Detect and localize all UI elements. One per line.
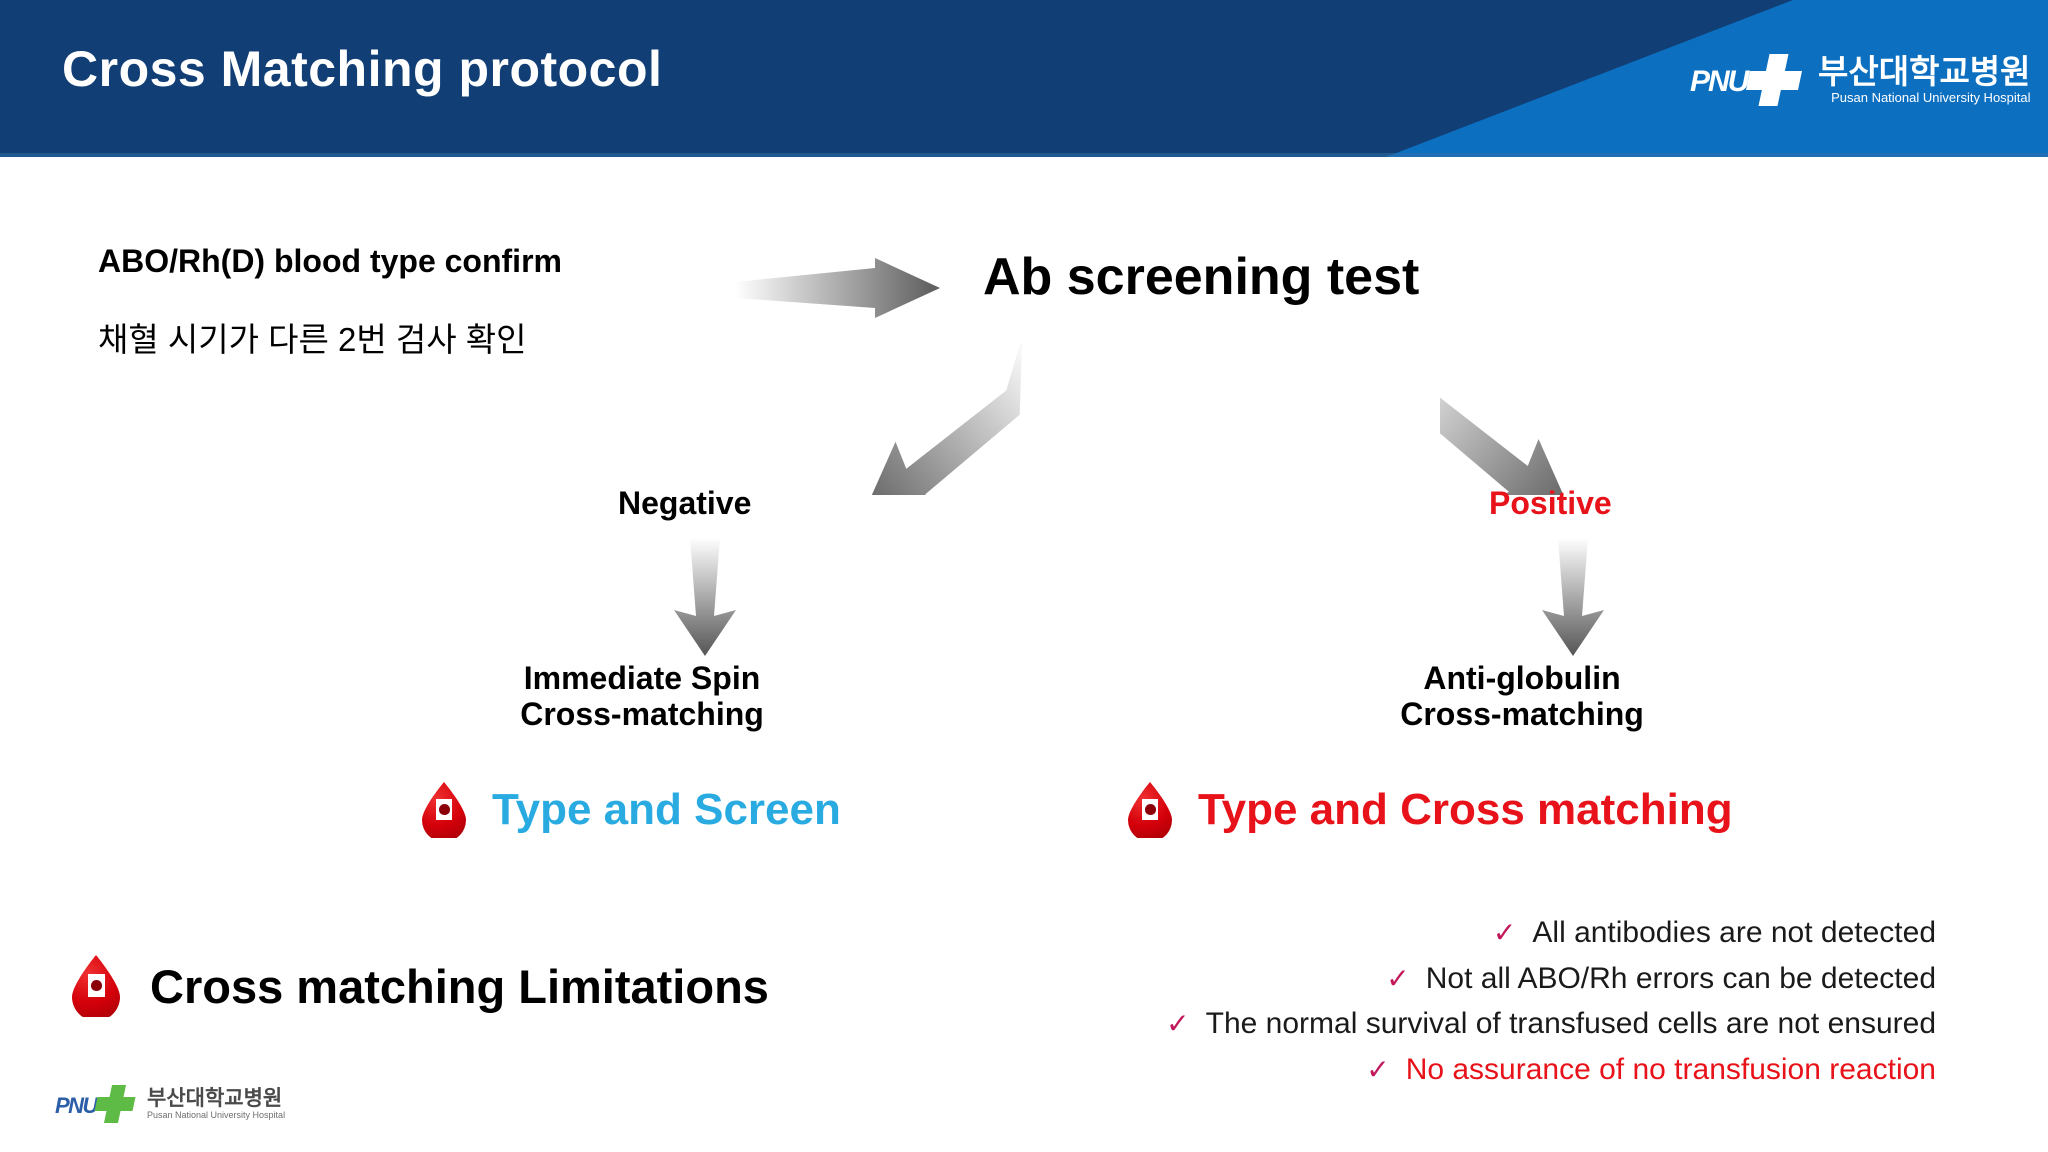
header-underline <box>0 153 2048 157</box>
blood-drop-badge <box>1142 799 1158 820</box>
limitation-text: Not all ABO/Rh errors can be detected <box>1425 961 1936 995</box>
result-type-and-cross-matching: Type and Cross matching <box>1128 782 1733 838</box>
pnu-logo-text: 부산대학교병원 Pusan National University Hospit… <box>147 1086 286 1121</box>
result-type-and-screen: Type and Screen <box>422 782 841 838</box>
limitations-heading: Cross matching Limitations <box>150 959 769 1013</box>
check-icon: ✓ <box>1366 1053 1390 1085</box>
arrow-down-icon-positive <box>1542 538 1604 656</box>
slide-header: PNU 부산대학교병원 Pusan National University Ho… <box>0 0 2048 157</box>
limitation-item: ✓ Not all ABO/Rh errors can be detected <box>1000 956 1936 1002</box>
medical-cross-icon-horizontal <box>94 1097 136 1111</box>
blood-drop-badge <box>88 974 105 997</box>
pnu-wordmark: PNU <box>55 1093 98 1118</box>
limitation-item: ✓ The normal survival of transfused cells… <box>1000 1001 1936 1047</box>
arrow-down-right-icon <box>1440 397 1564 495</box>
pnu-logo-mark: PNU <box>55 1084 139 1124</box>
arrow-down-left-icon <box>871 336 1023 495</box>
arrow-down-icon-negative <box>674 538 736 656</box>
limitation-text: No assurance of no transfusion reaction <box>1405 1052 1936 1086</box>
branch-negative-method: Immediate Spin Cross-matching <box>520 660 764 733</box>
flow-screening-title: Ab screening test <box>983 248 1420 306</box>
header-hospital-logo: PNU 부산대학교병원 Pusan National University Ho… <box>1690 52 2031 108</box>
branch-positive-method: Anti-globulin Cross-matching <box>1400 660 1644 733</box>
blood-drop-icon <box>422 782 466 838</box>
check-icon: ✓ <box>1166 1008 1190 1040</box>
page-title: Cross Matching protocol <box>62 41 663 97</box>
hospital-name-english: Pusan National University Hospital <box>1831 89 2031 105</box>
flow-start-english: ABO/Rh(D) blood type confirm <box>98 243 562 279</box>
result-label-type-and-cross: Type and Cross matching <box>1198 785 1733 834</box>
limitation-item: ✓ No assurance of no transfusion reaction <box>1000 1047 1936 1093</box>
limitation-item: ✓ All antibodies are not detected <box>1000 910 1936 956</box>
limitations-heading-row: Cross matching Limitations <box>72 955 769 1017</box>
check-icon: ✓ <box>1492 917 1517 948</box>
result-label-type-and-screen: Type and Screen <box>492 785 841 834</box>
limitation-text: The normal survival of transfused cells … <box>1205 1007 1936 1041</box>
pnu-wordmark: PNU <box>1690 65 1749 98</box>
medical-cross-icon-horizontal <box>1745 71 1803 90</box>
blood-drop-icon <box>72 955 120 1017</box>
branch-label-positive: Positive <box>1489 485 1612 521</box>
blood-drop-badge <box>436 799 452 820</box>
footer-hospital-logo: PNU 부산대학교병원 Pusan National University Ho… <box>55 1084 285 1124</box>
hospital-name-korean: 부산대학교병원 <box>147 1086 283 1110</box>
pnu-logo-text: 부산대학교병원 Pusan National University Hospit… <box>1818 52 2031 105</box>
pnu-logo-mark: PNU <box>1690 52 1808 108</box>
limitations-list: ✓ All antibodies are not detected ✓ Not all… <box>1000 910 1936 1092</box>
check-icon: ✓ <box>1386 962 1410 994</box>
blood-drop-icon <box>1128 782 1172 838</box>
arrow-right-icon <box>735 258 940 318</box>
hospital-name-english: Pusan National University Hospital <box>147 1109 286 1120</box>
branch-label-negative: Negative <box>618 485 752 521</box>
hospital-name-korean: 부산대학교병원 <box>1818 52 2031 90</box>
limitation-text: All antibodies are not detected <box>1532 916 1936 949</box>
flow-start-korean: 채혈 시기가 다른 2번 검사 확인 <box>98 321 527 358</box>
